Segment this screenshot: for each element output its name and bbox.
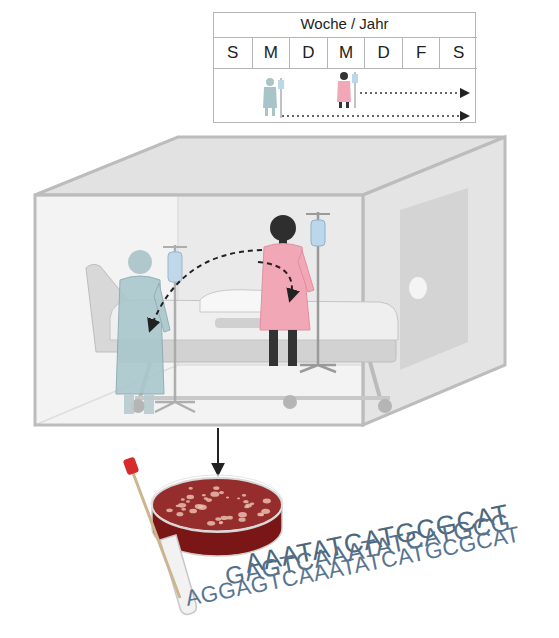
day-cell: M (327, 37, 365, 69)
day-cell: S (439, 37, 477, 69)
day-cell: D (364, 37, 402, 69)
day-label: D (377, 43, 389, 63)
sampling-arrow (217, 428, 219, 474)
day-label: M (339, 43, 353, 63)
transmission-arrow (258, 262, 292, 300)
table-header: Woche / Jahr (214, 13, 475, 35)
calendar-icons (263, 72, 468, 118)
day-label: D (302, 43, 314, 63)
room-box (35, 137, 505, 425)
door (400, 188, 468, 370)
patient-pink (260, 212, 336, 372)
day-cell: F (402, 37, 440, 69)
calendar-table: Woche / JahrS M D M D F S (213, 12, 476, 123)
day-label: S (227, 43, 238, 63)
day-cell: D (289, 37, 327, 69)
day-label: S (453, 43, 464, 63)
day-cell: M (252, 37, 290, 69)
door-window (409, 277, 427, 299)
transmission-arrow (150, 250, 262, 330)
day-label: M (264, 43, 278, 63)
day-cell: S (214, 37, 252, 69)
hospital-bed (86, 264, 398, 413)
day-label: F (416, 43, 426, 63)
patient-blue (116, 245, 195, 414)
